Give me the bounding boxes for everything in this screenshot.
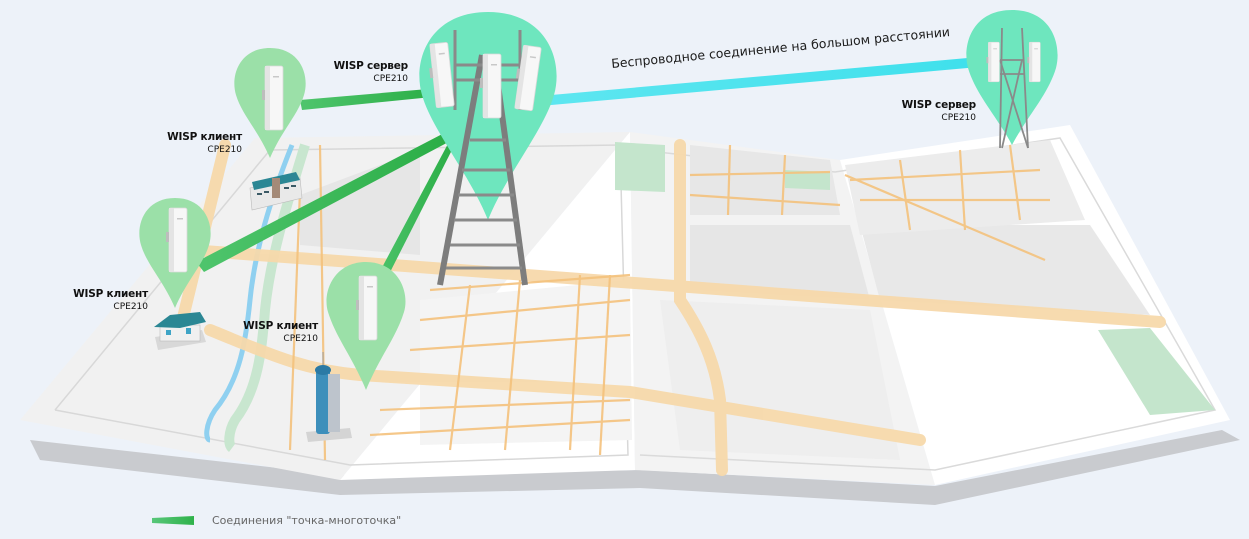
node-role: WISP клиент: [243, 320, 318, 332]
remote-server-tower: [966, 10, 1058, 149]
label-client-house: WISP клиент CPE210: [56, 288, 148, 314]
skyscraper-icon: [306, 352, 352, 442]
client-office-pin: [234, 48, 306, 211]
long-distance-link: [540, 56, 990, 106]
node-role: WISP сервер: [333, 60, 409, 72]
ptmp-links: [196, 88, 456, 292]
label-remote-server: WISP сервер CPE210: [892, 99, 977, 125]
legend: Соединения "точка-многоточка": [152, 514, 401, 527]
legend-item-label: Соединения "точка-многоточка": [212, 514, 402, 527]
label-main-server: WISP сервер CPE210: [320, 60, 409, 86]
node-model: CPE210: [207, 145, 242, 155]
office-building-icon: [249, 172, 303, 211]
node-model: CPE210: [283, 334, 318, 344]
ptmp-link-swatch-icon: [152, 516, 194, 525]
server-pin-marker: [966, 10, 1058, 145]
client-skyscraper-pin: [306, 262, 406, 442]
node-role: WISP клиент: [73, 288, 148, 300]
node-model: CPE210: [373, 74, 408, 84]
main-server-tower: [419, 12, 557, 286]
park-area: [1098, 328, 1215, 415]
label-client-office: WISP клиент CPE210: [150, 131, 242, 157]
folded-map: [20, 125, 1230, 485]
node-model: CPE210: [941, 113, 976, 123]
node-role: WISP сервер: [901, 99, 977, 111]
house-icon: [154, 312, 206, 350]
node-model: CPE210: [113, 302, 148, 312]
client-house-pin: [139, 198, 211, 350]
node-role: WISP клиент: [167, 131, 242, 143]
label-client-skyscraper: WISP клиент CPE210: [226, 320, 318, 346]
map-shadow: [30, 430, 1240, 505]
river: [204, 144, 295, 443]
